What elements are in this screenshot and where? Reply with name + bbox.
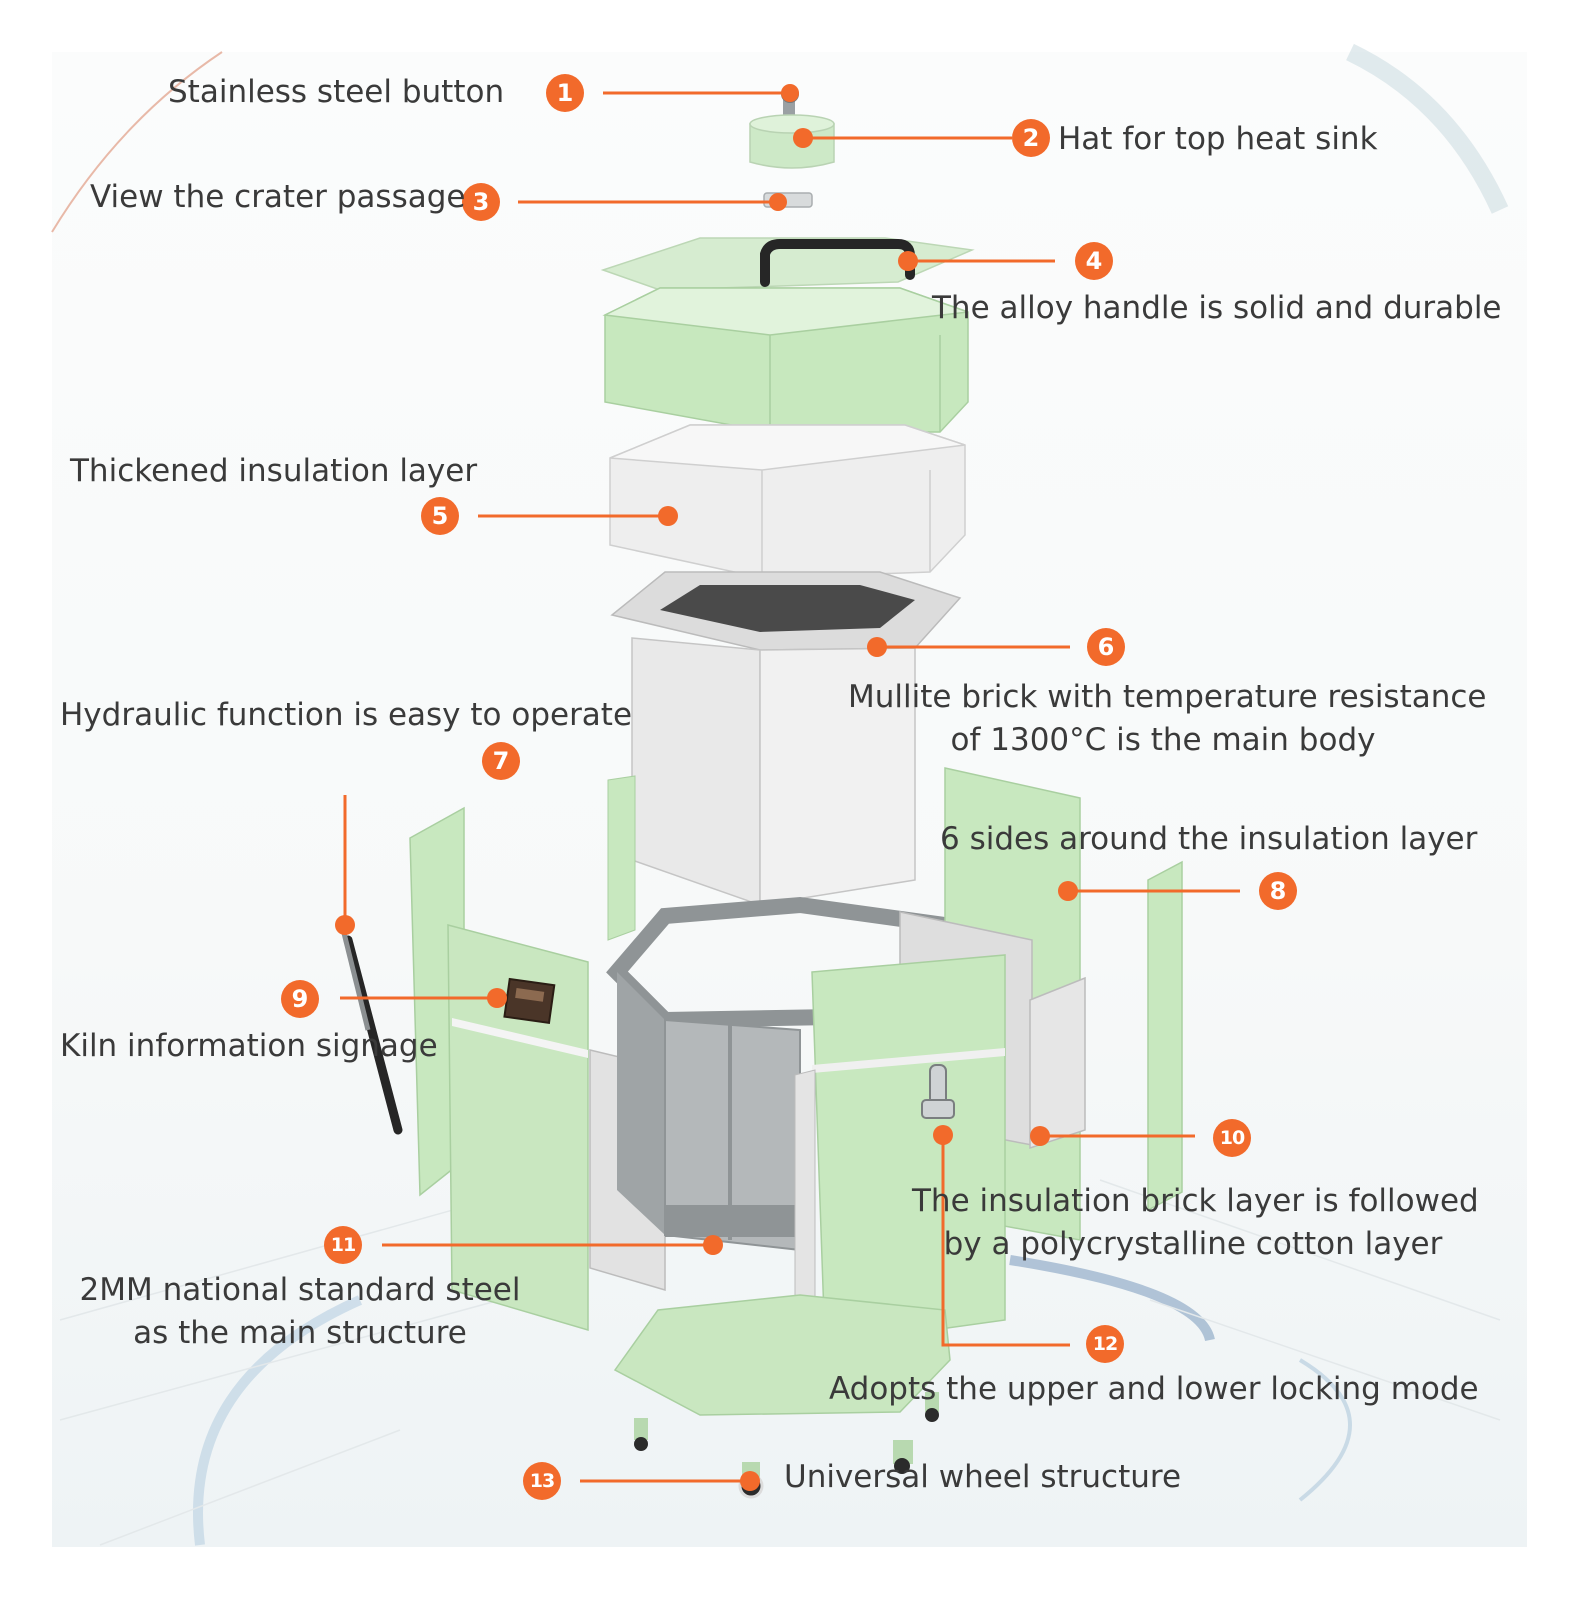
callout-badge-4: 4 (1075, 242, 1113, 280)
callout-badge-10: 10 (1213, 1119, 1251, 1157)
label-insulation-brick-line-1: The insulation brick layer is followed (912, 1183, 1479, 1219)
kiln-base (613, 1294, 951, 1416)
label-steel-structure-line-2: as the main structure (133, 1315, 467, 1351)
label-universal-wheel: Universal wheel structure (784, 1459, 1182, 1495)
label-insulation-brick-line-2: by a polycrystalline cotton layer (943, 1226, 1443, 1262)
label-insulation-brick: The insulation brick layer is followed b… (912, 1180, 1479, 1266)
callout-badge-1: 1 (546, 74, 584, 112)
callout-badge-3: 3 (462, 183, 500, 221)
callout-badge-6: 6 (1087, 628, 1125, 666)
top-heat-sink-hat (749, 114, 835, 169)
label-steel-structure-line-1: 2MM national standard steel (79, 1272, 521, 1308)
label-insulation-layer: Thickened insulation layer (70, 453, 478, 489)
label-steel-structure: 2MM national standard steel as the main … (78, 1269, 522, 1355)
label-kiln-signage: Kiln information signage (60, 1028, 438, 1064)
anchor-dots (335, 84, 1078, 1491)
background-decoration (51, 43, 1509, 1546)
kiln-info-signage (503, 977, 556, 1024)
label-hat-top-heat-sink: Hat for top heat sink (1058, 121, 1378, 157)
callout-badge-8: 8 (1259, 872, 1297, 910)
callout-badge-11: 11 (324, 1226, 362, 1264)
label-stainless-steel-button: Stainless steel button (168, 74, 505, 110)
callout-badge-12: 12 (1086, 1325, 1124, 1363)
label-six-sides: 6 sides around the insulation layer (940, 821, 1478, 857)
label-locking-mode: Adopts the upper and lower locking mode (829, 1371, 1479, 1407)
front-door-panel (794, 954, 1006, 1346)
leader-lines (340, 91, 1240, 1483)
callout-badge-5: 5 (421, 497, 459, 535)
label-crater-passage: View the crater passage (90, 179, 466, 215)
lid-hex-rim (602, 287, 969, 433)
universal-wheels (634, 1392, 939, 1499)
callout-badge-2: 2 (1012, 119, 1050, 157)
callout-badge-7: 7 (482, 742, 520, 780)
label-hydraulic-function: Hydraulic function is easy to operate (60, 697, 633, 733)
callout-badge-13: 13 (523, 1462, 561, 1500)
label-mullite-brick: Mullite brick with temperature resistanc… (848, 676, 1487, 762)
label-alloy-handle: The alloy handle is solid and durable (932, 290, 1502, 326)
label-mullite-brick-line-1: Mullite brick with temperature resistanc… (848, 679, 1487, 715)
mullite-brick-body (610, 571, 962, 907)
insulation-layer (609, 424, 966, 579)
label-mullite-brick-line-2: of 1300°C is the main body (950, 722, 1376, 758)
callout-badge-9: 9 (281, 980, 319, 1018)
left-side-panels (339, 775, 666, 1332)
